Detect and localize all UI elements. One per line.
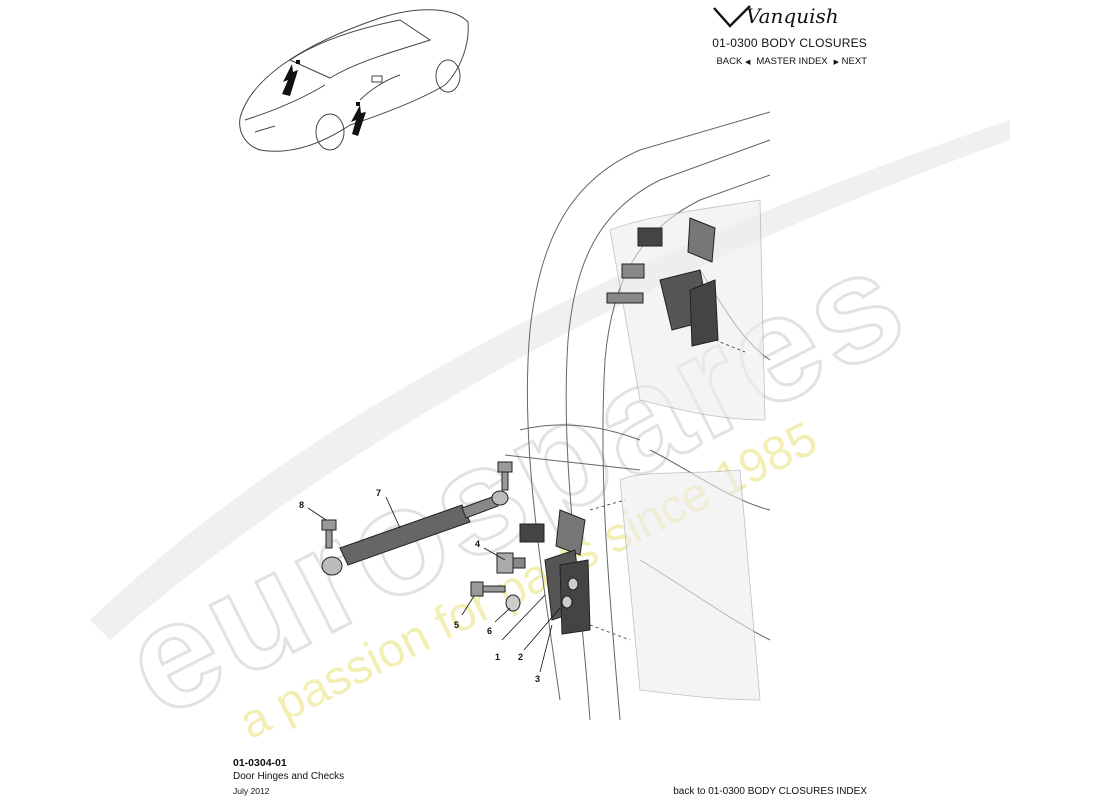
back-link[interactable]: BACK ◀ [716, 56, 751, 67]
logo-text: Vanquish [746, 4, 839, 28]
back-arrow-icon: ◀ [744, 59, 751, 66]
lower-hinge [519, 509, 591, 635]
bolt-top-strut [497, 461, 513, 491]
callout-2: 2 [518, 652, 523, 662]
door-panel-texture [619, 469, 761, 701]
check-strut [321, 490, 509, 576]
leader-lines [307, 496, 561, 673]
next-link[interactable]: ▶ NEXT [833, 56, 867, 67]
upper-hinge [606, 217, 719, 347]
hinge-part-2 [559, 559, 591, 635]
diagram-date: July 2012 [233, 786, 270, 796]
navigation-bar: BACK ◀ MASTER INDEX ▶ NEXT [716, 56, 867, 67]
next-arrow-icon: ▶ [833, 59, 840, 66]
diagram-title: Door Hinges and Checks [233, 771, 345, 782]
watermark-brand: eurospares [98, 213, 931, 748]
diagram-code: 01-0304-01 [233, 757, 287, 769]
callout-7: 7 [376, 488, 381, 498]
section-title: 01-0300 BODY CLOSURES [712, 36, 867, 50]
car-thumbnail [239, 9, 469, 152]
washer-6 [505, 594, 521, 612]
callout-4: 4 [475, 539, 480, 549]
bolt-5 [470, 581, 506, 597]
watermark-swoosh [90, 120, 1010, 640]
callout-6: 6 [487, 626, 492, 636]
bolt-8 [321, 519, 337, 549]
callout-5: 5 [454, 620, 459, 630]
location-marker [356, 102, 360, 106]
callout-3: 3 [535, 674, 540, 684]
arrow-icon [351, 105, 366, 136]
arrow-icon [282, 64, 298, 96]
callout-1: 1 [495, 652, 500, 662]
vanquish-logo: Vanquish [713, 4, 839, 28]
callout-8: 8 [299, 500, 304, 510]
assembly-guide-lines [589, 339, 746, 641]
location-marker [296, 60, 300, 64]
back-to-index-link[interactable]: back to 01-0300 BODY CLOSURES INDEX [673, 786, 867, 797]
master-index-link[interactable]: MASTER INDEX [756, 56, 828, 67]
